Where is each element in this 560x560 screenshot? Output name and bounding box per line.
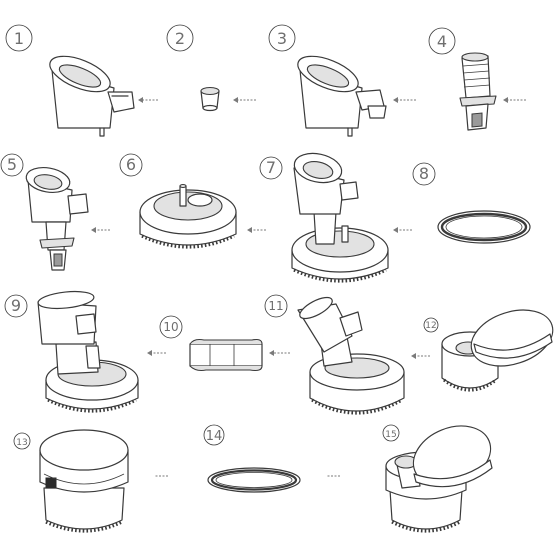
part-base-disc xyxy=(139,183,237,249)
step-12-number: 12 xyxy=(425,321,436,331)
step-13-number: 13 xyxy=(16,438,27,448)
part-gasket-ring xyxy=(437,210,531,244)
part-valve-stem xyxy=(459,52,497,131)
arrow-5 xyxy=(91,227,110,233)
step-4-number: 4 xyxy=(437,32,447,51)
step-4: 4 xyxy=(428,27,526,131)
part-bottle-lid-flip xyxy=(385,425,493,533)
step-6-circle xyxy=(119,153,143,177)
arrow-3 xyxy=(393,97,416,103)
arrow-2 xyxy=(233,97,256,103)
step-1-number: 1 xyxy=(14,29,24,48)
step-5-circle xyxy=(0,153,24,177)
step-4-circle xyxy=(428,27,456,55)
part-sealing-ring xyxy=(207,467,301,493)
step-7: 7 xyxy=(259,152,412,283)
step-5-number: 5 xyxy=(7,155,17,174)
arrow-1 xyxy=(138,97,158,103)
arrow-4 xyxy=(503,97,526,103)
step-6: 6 xyxy=(119,153,266,249)
arrow-6 xyxy=(247,227,266,233)
step-2: 2 xyxy=(166,24,256,112)
step-10-number: 10 xyxy=(163,320,178,334)
step-2-circle xyxy=(166,24,194,52)
step-14-number: 14 xyxy=(206,429,223,444)
step-1-circle xyxy=(5,24,33,52)
part-funnel-on-base xyxy=(291,152,389,283)
step-15-circle xyxy=(382,424,400,442)
arrow-9 xyxy=(147,350,166,356)
part-funnel-valve-assembly xyxy=(25,166,89,271)
step-15-number: 15 xyxy=(385,430,396,440)
step-2-number: 2 xyxy=(175,29,185,48)
part-small-cap xyxy=(200,86,220,112)
step-10-circle xyxy=(159,315,183,339)
part-seal-sleeve xyxy=(189,338,263,372)
part-funnel-spout xyxy=(49,55,135,137)
step-15: 15 xyxy=(382,424,493,533)
arrow-10 xyxy=(269,350,290,356)
part-inverted-assembly xyxy=(297,296,405,415)
part-lid-open xyxy=(441,309,554,392)
step-12: 12 xyxy=(423,309,554,392)
step-3-circle xyxy=(268,24,296,52)
arrow-11 xyxy=(411,353,430,359)
step-8-circle xyxy=(412,162,436,186)
step-5: 5 xyxy=(0,153,110,271)
step-14-circle xyxy=(203,424,225,446)
step-7-number: 7 xyxy=(266,158,276,177)
step-13-circle xyxy=(13,432,31,450)
step-8-number: 8 xyxy=(419,164,429,183)
step-3-number: 3 xyxy=(277,29,287,48)
step-11: 11 xyxy=(264,294,430,415)
part-funnel-with-cap xyxy=(297,55,387,137)
part-assembly-rotated xyxy=(37,290,139,413)
step-11-circle xyxy=(264,294,288,318)
step-13: 13 xyxy=(13,429,168,533)
step-9-number: 9 xyxy=(11,296,21,315)
step-1: 1 xyxy=(5,24,158,137)
step-9-circle xyxy=(4,294,28,318)
step-6-number: 6 xyxy=(126,155,136,174)
step-14: 14 xyxy=(203,424,340,493)
step-12-circle xyxy=(423,317,439,333)
step-11-number: 11 xyxy=(268,299,283,313)
part-closed-bottle-top xyxy=(39,429,129,533)
step-3: 3 xyxy=(268,24,416,137)
arrow-7 xyxy=(393,227,412,233)
step-8: 8 xyxy=(412,162,531,244)
step-9: 9 xyxy=(4,290,166,413)
step-7-circle xyxy=(259,156,283,180)
step-10: 10 xyxy=(159,315,290,372)
